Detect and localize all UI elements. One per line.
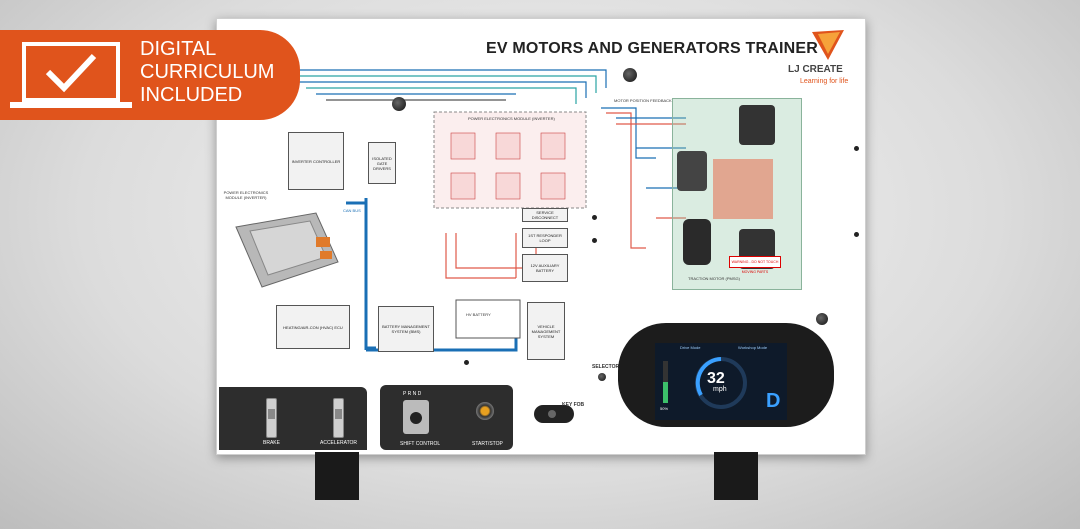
logo-brand: LJ CREATE — [788, 64, 843, 75]
service-disconnect-block: SERVICE DISCONNECT — [522, 208, 568, 222]
stand-left — [315, 452, 359, 500]
mode-left[interactable]: Drive Mode — [680, 345, 701, 350]
laptop-check-icon — [10, 42, 132, 108]
first-responder-label: 1ST RESPONDER LOOP — [528, 233, 562, 243]
top-knob[interactable] — [623, 68, 637, 82]
service-disconnect-label: SERVICE DISCONNECT — [531, 210, 559, 220]
brake-slider[interactable] — [266, 398, 277, 438]
accelerator-slider[interactable] — [333, 398, 344, 438]
test-jack[interactable] — [592, 238, 597, 243]
vms-block: VEHICLE MANAGEMENT SYSTEM — [527, 302, 565, 360]
bms-block: BATTERY MANAGEMENT SYSTEM (BMS) — [378, 306, 434, 352]
banner-line-3: INCLUDED — [140, 84, 243, 106]
first-responder-block: 1ST RESPONDER LOOP — [522, 228, 568, 248]
inverter-module-image — [235, 212, 339, 288]
battery-percent: 50% — [660, 406, 669, 411]
shift-control-label: SHIFT CONTROL — [400, 441, 441, 447]
isolated-gate-block: ISOLATED GATE DRIVERS — [368, 142, 396, 184]
heating-ecu-label: HEATING/AIR-CON (HVAC) ECU — [283, 324, 343, 330]
lj-create-logo: LJ CREATE Learning for life — [788, 28, 860, 92]
test-jack[interactable] — [592, 215, 597, 220]
speed-unit: mph — [713, 386, 727, 393]
heating-ecu-block: HEATING/AIR-CON (HVAC) ECU — [276, 305, 350, 349]
temperature-knob[interactable] — [392, 97, 406, 111]
can-bus-label: CAN BUS — [343, 208, 361, 213]
sensor-knob[interactable] — [816, 313, 828, 325]
page-title: EV MOTORS AND GENERATORS TRAINER — [486, 40, 819, 57]
hv-battery-label: HV BATTERY — [466, 312, 491, 317]
traction-motor-label: TRACTION MOTOR (PMSG) — [688, 276, 740, 281]
vms-label: VEHICLE MANAGEMENT SYSTEM — [531, 323, 561, 339]
digital-curriculum-banner: DIGITAL CURRICULUM INCLUDED — [0, 30, 300, 120]
motor-position-label: MOTOR POSITION FEEDBACK — [614, 98, 672, 103]
key-fob-label: KEY FOB — [562, 402, 585, 408]
accelerator-label: ACCELERATOR — [320, 440, 358, 446]
start-stop-button[interactable] — [476, 402, 494, 420]
fob-button-icon — [548, 410, 556, 418]
isolated-gate-label: ISOLATED GATE DRIVERS — [372, 155, 392, 171]
start-stop-label: START/STOP — [472, 441, 503, 447]
speed-value: 32 — [707, 370, 725, 387]
speed-gauge-icon — [695, 357, 747, 409]
selector-knob[interactable] — [598, 373, 606, 381]
test-jack[interactable] — [854, 146, 859, 151]
test-jack[interactable] — [464, 360, 469, 365]
selector-label: SELECTOR — [592, 364, 620, 370]
gear-indicator: D — [766, 390, 781, 412]
inverter-controller-block: INVERTER CONTROLLER — [288, 132, 344, 190]
warning-label: WARNING - DO NOT TOUCH MOVING PARTS — [729, 256, 781, 274]
brake-label: BRAKE — [263, 440, 280, 446]
pem-side-label: POWER ELECTRONICS MODULE (INVERTER) — [223, 190, 269, 200]
key-fob[interactable] — [534, 405, 574, 423]
mode-right[interactable]: Workshop Mode — [738, 345, 768, 350]
inverter-controller-label: INVERTER CONTROLLER — [291, 158, 341, 164]
dashboard-screen — [655, 343, 787, 420]
gear-letters: P R N D — [403, 391, 422, 397]
logo-tagline: Learning for life — [800, 78, 849, 85]
battery-bar — [663, 361, 668, 403]
stand-right — [714, 452, 758, 500]
power-module-label: POWER ELECTRONICS MODULE (INVERTER) — [468, 116, 555, 121]
logo-shield-icon — [812, 30, 844, 60]
banner-line-2: CURRICULUM — [140, 61, 275, 83]
test-jack[interactable] — [854, 232, 859, 237]
aux-battery-block: 12V AUXILIARY BATTERY — [522, 254, 568, 282]
shift-control[interactable] — [403, 400, 429, 434]
aux-battery-label: 12V AUXILIARY BATTERY — [530, 263, 560, 273]
banner-line-1: DIGITAL — [140, 38, 217, 60]
shift-knob-icon — [410, 412, 422, 424]
bms-label: BATTERY MANAGEMENT SYSTEM (BMS) — [382, 324, 430, 334]
